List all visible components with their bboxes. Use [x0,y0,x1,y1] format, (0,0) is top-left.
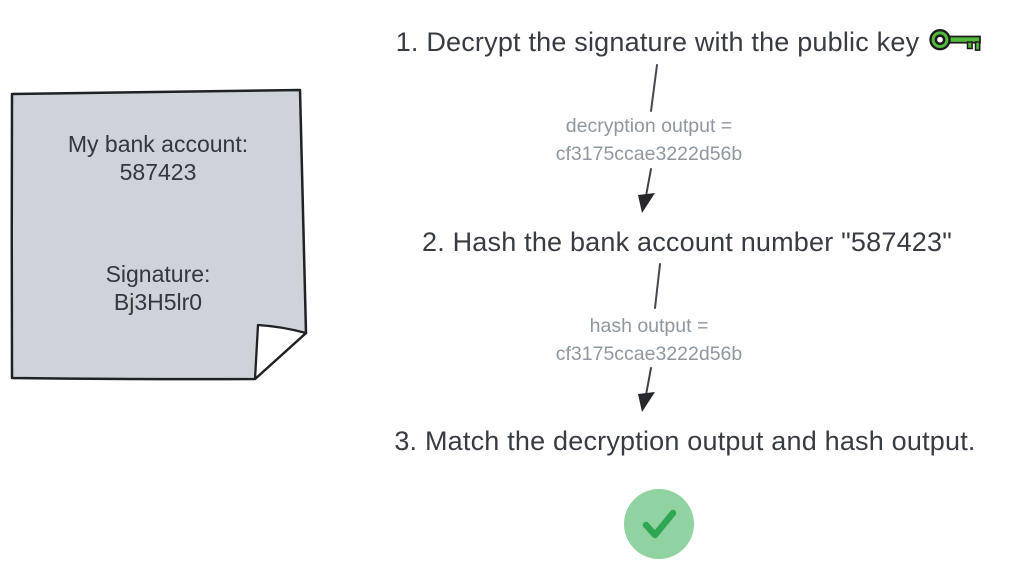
connector-2-line [654,263,661,309]
step-1-title-text: 1. Decrypt the signature with the public… [395,27,920,57]
hash-output-line2: cf3175ccae3222d56b [555,343,743,365]
decryption-output-label: decryption output = cf3175ccae3222d56b [302,112,996,168]
hash-output-line1: hash output = [589,315,709,337]
note-account-number: 587423 [119,159,197,185]
folded-corner [253,323,308,381]
decryption-output-line2: cf3175ccae3222d56b [555,143,743,165]
step-1-title: 1. Decrypt the signature with the public… [342,24,1024,58]
public-key-icon [929,29,982,51]
step-3-title: 3. Match the decryption output and hash … [394,426,976,456]
connector-1-line [650,64,658,112]
arrow-down-icon-2 [638,367,655,412]
checkmark-icon [642,509,677,539]
arrow-down-icon-1 [638,168,655,213]
note-signature-label: Signature: [105,261,211,287]
hash-output-label: hash output = cf3175ccae3222d56b [302,312,996,368]
note-signature-value: Bj3H5lr0 [113,289,203,315]
step-2-title: 2. Hash the bank account number "587423" [421,227,953,257]
decryption-output-line1: decryption output = [565,115,733,137]
match-success-badge [624,489,694,559]
sticky-note-shape [10,88,308,381]
note-account-label: My bank account: [67,131,249,157]
